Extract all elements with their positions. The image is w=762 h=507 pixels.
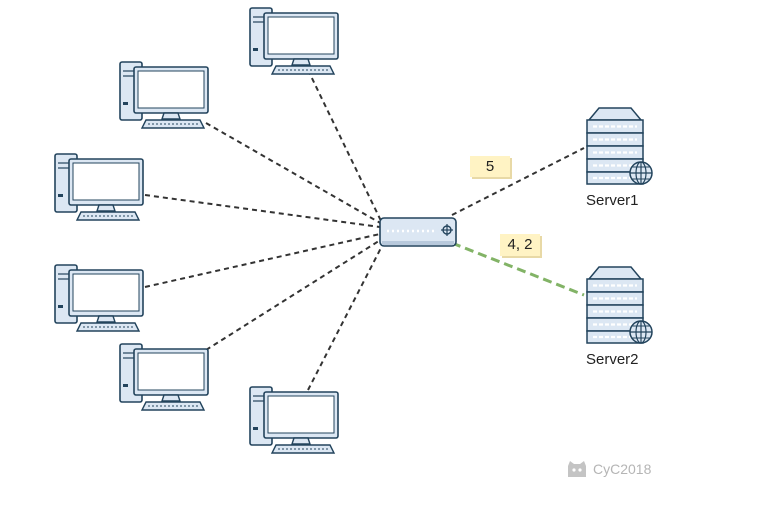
link-client-4 [144,233,381,288]
server1-icon [585,106,654,186]
client-links [144,69,385,391]
client-computer-6 [249,386,339,454]
switch-icon [379,217,457,247]
watermark-text: CyC2018 [593,461,652,477]
link-server1 [451,147,585,216]
link-client-2 [205,122,383,225]
link-client-3 [144,194,381,228]
client-computer-4 [54,264,144,332]
link-client-6 [307,241,385,391]
client-computer-3 [54,153,144,221]
server1-label: Server1 [586,192,639,209]
client-computer-2 [119,61,209,129]
link-client-5 [205,238,383,351]
server1-link-tag: 5 [470,156,510,177]
github-octocat-icon [568,461,586,477]
server2-link-tag: 4, 2 [500,234,540,256]
server2-label: Server2 [586,351,639,368]
server2-icon [585,265,654,345]
link-client-1 [307,69,383,224]
client-computer-1 [249,7,339,75]
watermark: CyC2018 [566,460,651,478]
client-computer-5 [119,343,209,411]
link-server2 [451,241,585,297]
